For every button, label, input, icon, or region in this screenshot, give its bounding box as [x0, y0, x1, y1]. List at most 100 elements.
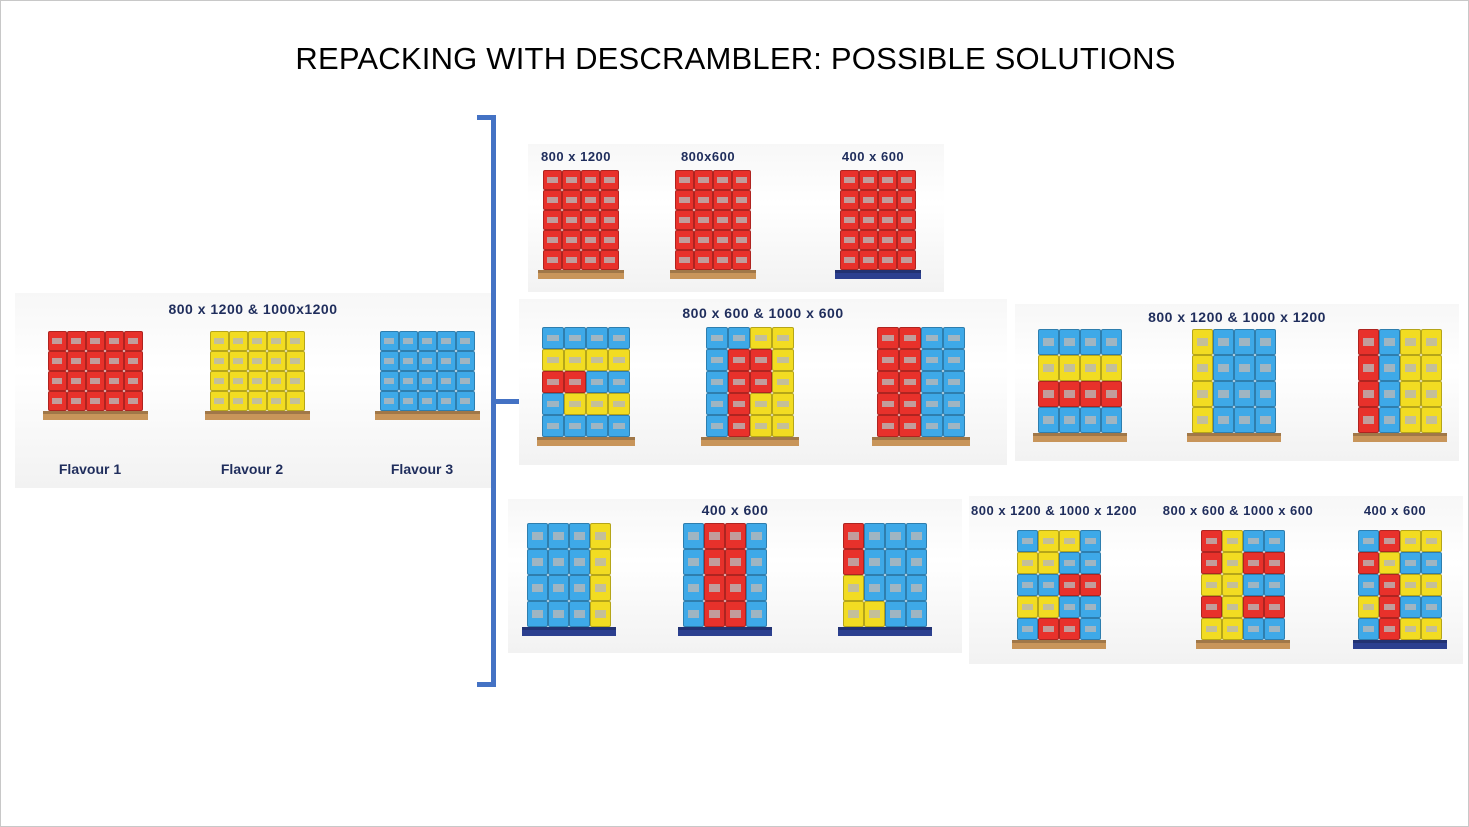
product-pack	[750, 371, 772, 393]
product-pack	[85, 391, 105, 411]
product-pack	[266, 391, 286, 411]
pallet-base	[1033, 433, 1127, 442]
product-pack	[843, 601, 864, 627]
product-pack	[1201, 574, 1222, 596]
pallet-stack	[1196, 530, 1290, 649]
product-pack	[66, 351, 86, 371]
product-pack	[1038, 618, 1059, 640]
product-pack	[417, 351, 437, 371]
product-pack	[1379, 618, 1400, 640]
product-pack	[725, 549, 746, 575]
product-pack	[1222, 530, 1243, 552]
product-pack	[228, 331, 248, 351]
product-pack	[1234, 355, 1255, 381]
product-pack	[725, 601, 746, 627]
product-pack	[1222, 618, 1243, 640]
product-pack	[455, 351, 475, 371]
product-pack	[843, 575, 864, 601]
product-pack	[543, 170, 562, 190]
product-pack	[732, 230, 751, 250]
product-pack	[675, 250, 694, 270]
product-pack	[1400, 596, 1421, 618]
product-pack	[750, 327, 772, 349]
product-pack	[694, 190, 713, 210]
product-pack	[732, 190, 751, 210]
product-pack	[1400, 355, 1421, 381]
product-pack	[228, 391, 248, 411]
product-pack	[1213, 381, 1234, 407]
pallet-format-label: 800x600	[680, 149, 736, 164]
product-pack	[694, 230, 713, 250]
product-pack	[104, 391, 124, 411]
product-pack	[590, 523, 611, 549]
product-pack	[1379, 574, 1400, 596]
product-pack	[877, 349, 899, 371]
product-pack	[750, 393, 772, 415]
product-pack	[859, 250, 878, 270]
product-pack	[285, 391, 305, 411]
product-pack	[527, 549, 548, 575]
product-pack	[694, 250, 713, 270]
product-pack	[47, 331, 67, 351]
product-pack	[1358, 355, 1379, 381]
product-pack	[706, 371, 728, 393]
pallet-format-label: 800 x 1200 & 1000 x 1200	[1148, 309, 1326, 325]
product-pack	[1234, 381, 1255, 407]
product-pack	[1059, 407, 1080, 433]
product-pack	[1059, 574, 1080, 596]
product-pack	[608, 371, 630, 393]
pallet-stack	[1353, 530, 1447, 649]
product-pack	[683, 601, 704, 627]
product-pack	[1059, 552, 1080, 574]
product-pack	[527, 523, 548, 549]
product-pack	[1243, 618, 1264, 640]
product-pack	[581, 210, 600, 230]
product-pack	[899, 415, 921, 437]
product-pack	[1017, 530, 1038, 552]
product-pack	[1421, 596, 1442, 618]
product-pack	[683, 523, 704, 549]
product-pack	[455, 331, 475, 351]
product-pack	[600, 230, 619, 250]
product-pack	[897, 230, 916, 250]
product-pack	[247, 391, 267, 411]
product-pack	[746, 523, 767, 549]
product-pack	[562, 230, 581, 250]
product-pack	[675, 210, 694, 230]
product-pack	[285, 351, 305, 371]
product-pack	[1421, 552, 1442, 574]
product-pack	[1379, 552, 1400, 574]
product-pack	[1421, 407, 1442, 433]
product-pack	[746, 575, 767, 601]
product-pack	[542, 393, 564, 415]
pallet-base	[1187, 433, 1281, 442]
product-pack	[713, 210, 732, 230]
pallet-base	[678, 627, 772, 636]
product-pack	[1059, 596, 1080, 618]
product-pack	[1017, 574, 1038, 596]
pallet-stack	[1353, 329, 1447, 442]
product-pack	[1101, 381, 1122, 407]
product-pack	[683, 549, 704, 575]
product-pack	[542, 371, 564, 393]
product-pack	[732, 210, 751, 230]
pallet-base	[835, 270, 921, 279]
product-pack	[728, 327, 750, 349]
product-pack	[548, 601, 569, 627]
product-pack	[1222, 596, 1243, 618]
product-pack	[1192, 329, 1213, 355]
product-pack	[897, 190, 916, 210]
product-pack	[1400, 618, 1421, 640]
product-pack	[843, 523, 864, 549]
product-pack	[1421, 381, 1442, 407]
pallet-image-mixed-800x600: 800 x 600 & 1000 x 600	[519, 299, 1007, 465]
product-pack	[1080, 329, 1101, 355]
product-pack	[1080, 596, 1101, 618]
pallet-stack	[374, 331, 480, 420]
product-pack	[1059, 355, 1080, 381]
product-pack	[694, 170, 713, 190]
bracket-line	[491, 115, 496, 687]
product-pack	[897, 250, 916, 270]
pallet-stack	[872, 327, 970, 446]
